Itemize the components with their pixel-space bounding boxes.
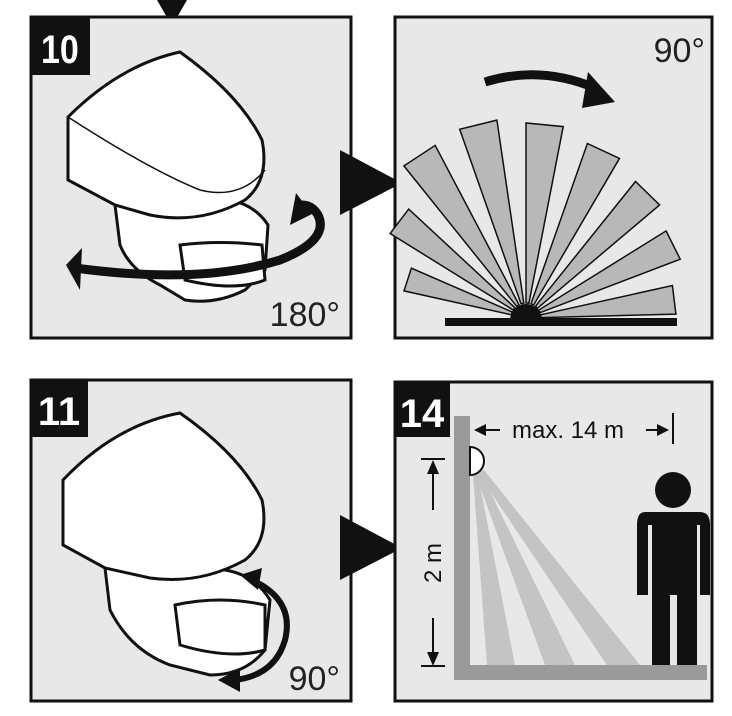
fan-segment (402, 144, 520, 308)
sensor-housing (61, 411, 272, 677)
sweep-arrow-icon (483, 70, 597, 93)
sensor-dome (510, 304, 542, 320)
fan-segment (458, 119, 525, 305)
floor (454, 665, 707, 680)
panel-number: 10 (41, 26, 79, 71)
detection-beams (473, 470, 640, 665)
panel-11: 11 90° (29, 378, 353, 703)
angle-label: 180° (270, 296, 340, 334)
arrowhead (290, 193, 312, 225)
detection-fan (389, 119, 682, 319)
height-label: 2 m (420, 543, 447, 583)
range-label: max. 14 m (512, 417, 624, 444)
arrowhead (582, 72, 615, 108)
panel-10: 10 180° (29, 15, 353, 340)
angle-label: 90° (654, 32, 705, 70)
pointer-arrow-right (340, 515, 402, 580)
fan-segment (525, 122, 565, 305)
sensor-housing (66, 50, 270, 303)
arrowhead (240, 568, 262, 590)
arrowhead (66, 248, 82, 290)
range-dimension (474, 413, 674, 444)
arrowhead (218, 668, 240, 692)
rotate-arrow-icon (74, 200, 325, 280)
pointer-arrow-right (340, 150, 402, 215)
mount-surface (445, 318, 677, 326)
height-dimension (421, 458, 445, 667)
person-icon (637, 472, 710, 665)
sensor-icon (469, 445, 485, 477)
pointer-arrow-top (157, 0, 187, 26)
fan-segment (389, 207, 517, 312)
fan-segment (534, 180, 661, 310)
panel-detection-fan: 90° (389, 15, 714, 340)
wall (454, 416, 470, 680)
angle-label: 90° (289, 660, 340, 698)
fan-segment (530, 142, 621, 307)
panel-number: 14 (400, 392, 445, 436)
tilt-arrow-icon (234, 577, 290, 683)
panel-number: 11 (38, 390, 80, 434)
panel-14: 14 max. 14 m 2 m (393, 380, 714, 703)
